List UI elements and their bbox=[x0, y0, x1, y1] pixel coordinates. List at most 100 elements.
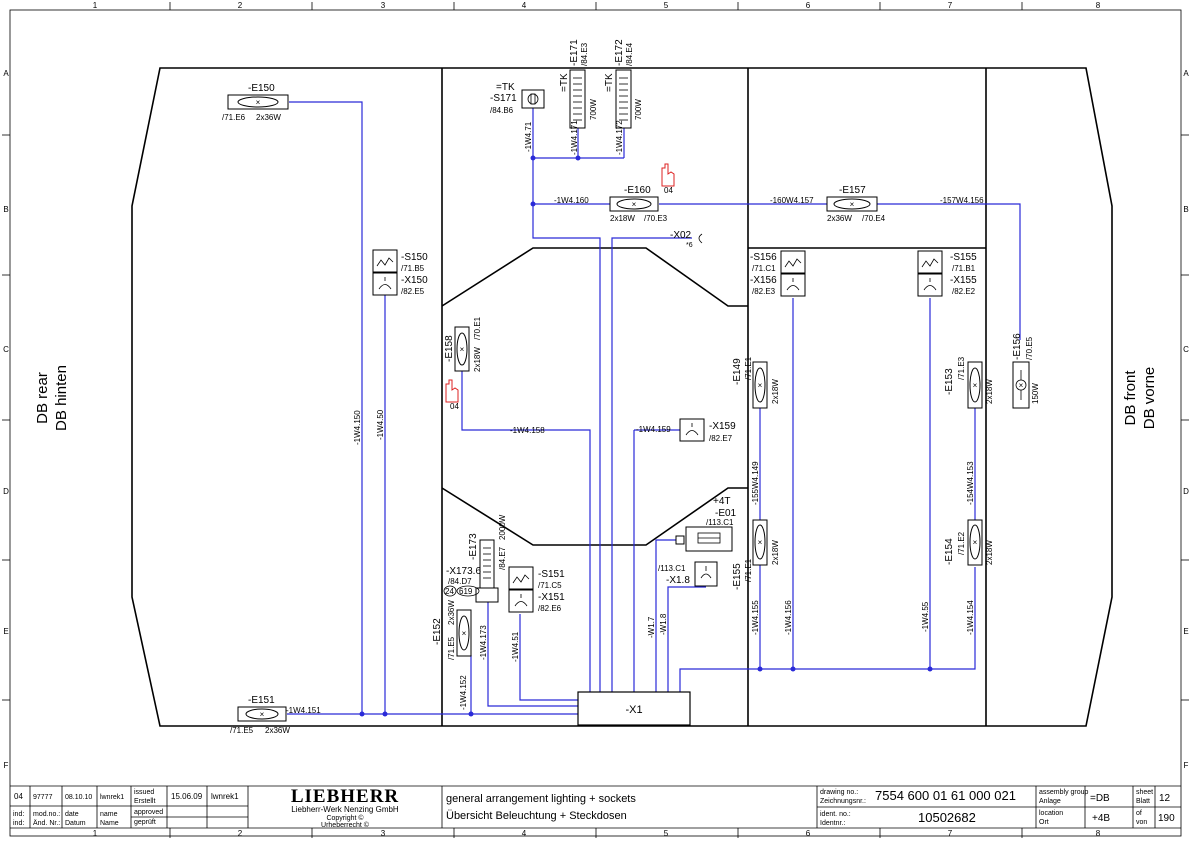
svg-text:×: × bbox=[758, 538, 763, 547]
s150-switch[interactable]: -S150 /71.B5 -X150 /82.E5 bbox=[372, 249, 428, 296]
x173-pin-b: 619 bbox=[459, 587, 473, 596]
e171-heater[interactable]: -E171 /84.E3 =TK 700W bbox=[559, 39, 598, 129]
e160-spec: 2x18W bbox=[610, 214, 635, 223]
grid-row-a: A bbox=[3, 69, 9, 78]
liebherr-logo: LIEBHERR bbox=[291, 786, 399, 807]
x173-connector[interactable]: -X173.6 /84.D7 24 619 bbox=[443, 566, 481, 597]
e156-power: 150W bbox=[1031, 383, 1040, 404]
s156-switch[interactable]: -S156 /71.C1 -X156 /82.E3 bbox=[750, 250, 806, 297]
e152-lamp[interactable]: × -E152 /71.E5 2x36W -1W4.152 bbox=[432, 600, 472, 710]
svg-text:ident. no.:: ident. no.: bbox=[820, 811, 851, 818]
tb-change-no: 97777 bbox=[33, 794, 53, 801]
svg-text:8: 8 bbox=[1096, 829, 1101, 838]
s171-loc: =TK bbox=[496, 82, 515, 93]
e149-wire: -155W4.149 bbox=[751, 461, 760, 505]
s156-tag: -S156 bbox=[750, 252, 777, 263]
x18-socket[interactable]: /113.C1 -X1.8 bbox=[658, 561, 718, 587]
e157-tag: -E157 bbox=[839, 185, 866, 196]
e154-spec: 2x18W bbox=[985, 540, 994, 565]
x155-tag: -X155 bbox=[950, 275, 977, 286]
e173-heater[interactable]: -E173 /84.E7 2000W bbox=[468, 514, 507, 603]
svg-text:Datum: Datum bbox=[65, 820, 86, 827]
tb-issued-date: 15.06.09 bbox=[171, 792, 203, 801]
e158-tag: -E158 bbox=[444, 335, 455, 362]
e01-printer[interactable]: +4T -E01 /113.C1 bbox=[675, 496, 737, 552]
svg-text:3: 3 bbox=[381, 829, 386, 838]
x18-ref: /113.C1 bbox=[658, 564, 686, 573]
x1-terminal-box[interactable]: -X1 bbox=[577, 691, 691, 726]
wiring bbox=[287, 101, 1021, 715]
svg-text:Zeichnungsnr.:: Zeichnungsnr.: bbox=[820, 798, 866, 805]
svg-text:4: 4 bbox=[522, 829, 527, 838]
s151-switch[interactable]: -S151 /71.C5 -X151 /82.E6 bbox=[508, 566, 565, 613]
svg-text:×: × bbox=[260, 710, 265, 719]
svg-text:×: × bbox=[973, 538, 978, 547]
grid-row-d: D bbox=[3, 487, 9, 496]
s171-ref: /84.B6 bbox=[490, 106, 514, 115]
x173-pin-a: 24 bbox=[445, 587, 454, 596]
e01-loc: +4T bbox=[713, 496, 731, 507]
e150-lamp[interactable]: × -E150 /71.E6 2x36W bbox=[222, 83, 289, 122]
revision-mark-1: 04 bbox=[664, 186, 673, 195]
revision-hand-icon: 04 bbox=[661, 163, 675, 195]
e153-spec: 2x18W bbox=[985, 379, 994, 404]
e154-lamp[interactable]: × -E154 /71.E2 2x18W bbox=[944, 519, 994, 566]
grid-col-4: 4 bbox=[522, 1, 527, 10]
e152-wire: -1W4.152 bbox=[459, 675, 468, 710]
e155-spec: 2x18W bbox=[771, 540, 780, 565]
x155-ref: /82.E2 bbox=[952, 287, 976, 296]
x173-tag: -X173.6 bbox=[446, 566, 481, 577]
x159-wire: -1W4.159 bbox=[636, 425, 671, 434]
svg-text:mod.no.:: mod.no.: bbox=[33, 811, 60, 818]
e149-lamp[interactable]: × -E149 /71.E1 2x18W -155W4.149 bbox=[732, 356, 780, 505]
grid-col-1: 1 bbox=[93, 1, 98, 10]
svg-text:sheet: sheet bbox=[1136, 789, 1153, 796]
svg-text:C: C bbox=[1183, 345, 1189, 354]
e153-lamp[interactable]: × -E153 /71.E3 2x18W -154W4.153 bbox=[944, 356, 994, 505]
svg-text:issued: issued bbox=[134, 789, 154, 796]
e157-lamp[interactable]: × -E157 2x36W /70.E4 -160W4.157 -157W4.1… bbox=[770, 185, 984, 223]
e151-lamp[interactable]: × -E151 /71.E5 2x36W -1W4.151 bbox=[230, 695, 321, 735]
tb-rev-index: 04 bbox=[14, 792, 23, 801]
svg-text:von: von bbox=[1136, 819, 1147, 826]
svg-text:×: × bbox=[758, 381, 763, 390]
e156-lamp[interactable]: × -E156 /70.E5 150W bbox=[1012, 333, 1040, 409]
svg-text:assembly group: assembly group bbox=[1039, 789, 1089, 796]
x1-tag: -X1 bbox=[625, 704, 642, 716]
e172-power: 700W bbox=[634, 99, 643, 120]
svg-text:E: E bbox=[1183, 627, 1188, 636]
x150-ref: /82.E5 bbox=[401, 287, 425, 296]
svg-text:Urheberrecht ©: Urheberrecht © bbox=[321, 821, 370, 829]
x159-socket[interactable]: -X159 /82.E7 -1W4.159 bbox=[636, 418, 736, 443]
e155-lamp[interactable]: × -E155 /71.E1 2x18W bbox=[732, 519, 780, 590]
svg-text:5: 5 bbox=[664, 829, 669, 838]
grid-col-8: 8 bbox=[1096, 1, 1101, 10]
s151-tag: -S151 bbox=[538, 569, 565, 580]
svg-text:DB vorne: DB vorne bbox=[1141, 367, 1158, 430]
wire-label-w173: -1W4.173 bbox=[479, 625, 488, 660]
s155-switch[interactable]: -S155 /71.B1 -X155 /82.E2 bbox=[917, 250, 977, 297]
s150-tag: -S150 bbox=[401, 252, 428, 263]
e157-wire-b: -157W4.156 bbox=[940, 196, 984, 205]
rear-label: DB rear DB hinten bbox=[34, 365, 70, 431]
tb-change-name: lwnrek1 bbox=[100, 794, 124, 801]
x159-ref: /82.E7 bbox=[709, 434, 733, 443]
svg-text:1: 1 bbox=[93, 829, 98, 838]
e172-loc: =TK bbox=[604, 73, 615, 92]
e172-heater[interactable]: -E172 /84.E4 =TK 700W bbox=[604, 39, 643, 129]
e172-tag: -E172 bbox=[614, 39, 625, 66]
x02-note: *6 bbox=[686, 242, 693, 249]
x02-connector[interactable]: -X02 *6 bbox=[670, 230, 703, 249]
e160-lamp[interactable]: × -E160 2x18W /70.E3 -1W4.160 bbox=[554, 185, 668, 223]
svg-text:×: × bbox=[973, 381, 978, 390]
svg-text:Anlage: Anlage bbox=[1039, 798, 1061, 805]
e158-wire: -1W4.158 bbox=[510, 426, 545, 435]
svg-text:DB rear: DB rear bbox=[34, 372, 51, 424]
e158-lamp[interactable]: × -E158 /70.E1 2x18W -1W4.158 bbox=[444, 316, 545, 435]
s150-ref: /71.B5 bbox=[401, 264, 425, 273]
wire-label-w150: -1W4.150 bbox=[353, 410, 362, 445]
wire-label-w71: -1W4.71 bbox=[524, 121, 533, 152]
e154-ref: /71.E2 bbox=[957, 531, 966, 555]
revision-mark-2: 04 bbox=[450, 402, 459, 411]
s171-switch[interactable]: =TK -S171 /84.B6 bbox=[490, 82, 545, 115]
